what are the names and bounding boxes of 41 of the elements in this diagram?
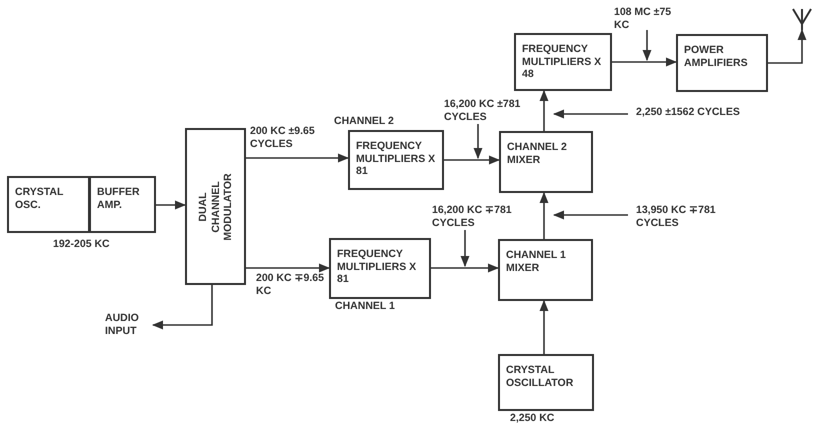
frequency-note: 16,200 KC ±781 CYCLES: [444, 98, 522, 124]
block-label: DUAL CHANNEL MODULATOR: [196, 172, 234, 242]
block-label: CHANNEL 2 MIXER: [507, 141, 568, 166]
block-box: [185, 128, 246, 285]
frequency-note: 13,950 KC ∓781 CYCLES: [636, 204, 717, 230]
signal-arrow: [152, 285, 213, 330]
frequency-note: 2,250 KC: [510, 412, 554, 425]
block-box: [89, 176, 156, 233]
signal-arrow: [246, 264, 330, 272]
block-label: CRYSTAL OSCILLATOR: [506, 364, 574, 390]
block-label: CHANNEL 1 MIXER: [506, 249, 567, 274]
block-box: [7, 176, 90, 233]
antenna-icon: [792, 8, 812, 30]
frequency-note: 192-205 KC: [53, 238, 111, 251]
signal-arrow: [156, 200, 186, 210]
edge-label: 200 KC ±9.65 CYCLES: [250, 125, 316, 150]
block-box: [498, 239, 593, 301]
block-box: [514, 33, 612, 91]
block-box: [499, 131, 593, 193]
edge-label: 200 KC ∓9.65 KC: [256, 272, 325, 298]
block-label: FREQUENCY MULTIPLIERS X 81: [356, 140, 436, 178]
signal-arrow: [612, 58, 678, 66]
block-heading: CHANNEL 2: [334, 115, 394, 128]
frequency-note: 108 MC ±75 KC: [614, 6, 672, 32]
block-label: FREQUENCY MULTIPLIERS X 81: [337, 248, 418, 286]
signal-arrow: [444, 156, 500, 164]
block-box: [676, 34, 768, 92]
signal-arrow: [768, 28, 806, 64]
signal-arrow: [246, 154, 350, 162]
signal-arrow: [431, 264, 500, 272]
frequency-note: 16,200 KC ∓781 CYCLES: [432, 204, 513, 230]
signal-arrow: [540, 300, 548, 354]
signal-arrow: [540, 192, 548, 239]
input-text: AUDIO INPUT: [105, 312, 140, 338]
block-label: CRYSTAL OSC.: [15, 186, 64, 212]
block-label: POWER AMPLIFIERS: [684, 44, 749, 70]
block-heading: CHANNEL 1: [335, 300, 395, 313]
block-label: BUFFER AMP.: [97, 186, 141, 212]
block-label: FREQUENCY MULTIPLIERS X 48: [522, 43, 602, 81]
frequency-note: 2,250 ±1562 CYCLES: [636, 106, 741, 119]
signal-arrow: [540, 90, 548, 131]
